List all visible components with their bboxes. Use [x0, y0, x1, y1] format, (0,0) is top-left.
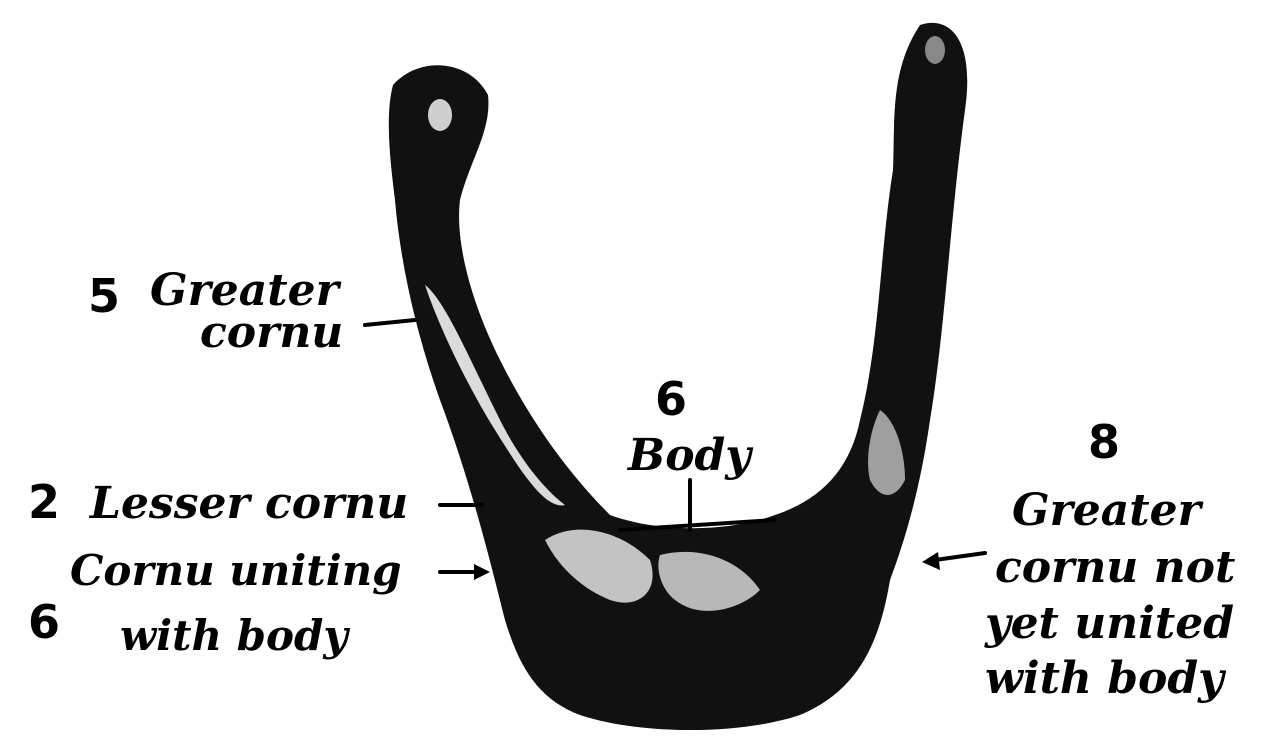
label-with-body-line2: with body [120, 611, 350, 660]
label-right-line4: with body [985, 653, 1227, 704]
label-cornu-line2: cornu [200, 307, 343, 358]
marker-2: 2 [28, 475, 60, 529]
marker-5: 5 [88, 269, 120, 323]
label-right-line1: Greater [1012, 485, 1204, 536]
left-tip-highlight [428, 99, 452, 131]
label-body: 6 Body [626, 372, 754, 481]
label-body-text: Body [626, 430, 754, 481]
marker-6-body: 6 [655, 372, 687, 426]
marker-6-uniting: 6 [28, 595, 60, 649]
arrowhead-greater-cornu-right [922, 552, 940, 570]
leader-greater-cornu-left [365, 320, 415, 325]
label-cornu-uniting: 6 Cornu uniting with body [28, 546, 402, 660]
marker-8: 8 [1088, 415, 1120, 469]
label-greater-cornu-right: 8 Greater cornu not yet united with body [984, 415, 1235, 704]
right-tip-highlight [925, 36, 945, 64]
label-right-line3: yet united [984, 598, 1234, 649]
label-cornu-uniting-line1: Cornu uniting [70, 546, 402, 595]
label-lesser-cornu-text: Lesser cornu [88, 478, 408, 529]
label-lesser-cornu: 2 Lesser cornu [28, 475, 408, 529]
leader-body [620, 480, 775, 530]
arrowhead-cornu-uniting [474, 564, 490, 580]
label-right-line2: cornu not [995, 542, 1235, 593]
leader-greater-cornu-right [935, 553, 985, 560]
label-greater-cornu-left: 5 Greater cornu [88, 265, 343, 358]
